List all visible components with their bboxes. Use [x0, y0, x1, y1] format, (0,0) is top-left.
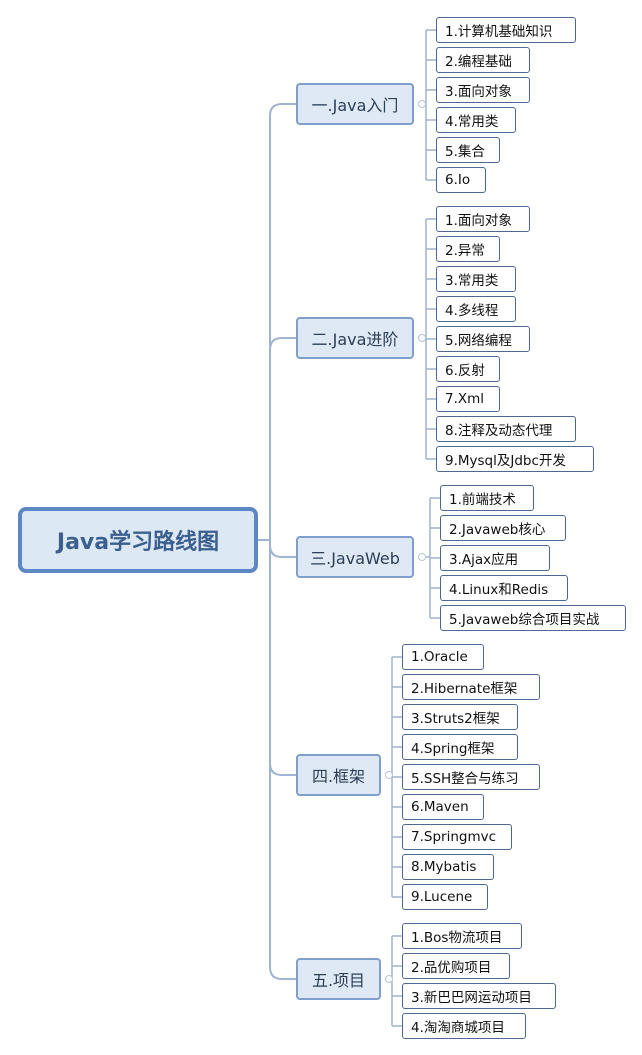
subtopic-label: 3.面向对象 — [445, 84, 512, 100]
subtopic-label: 6.反射 — [445, 363, 485, 379]
subtopic-label: 5.SSH整合与练习 — [411, 771, 519, 787]
subtopic-label: 6.Maven — [411, 799, 469, 815]
subtopic-node[interactable]: 7.Xml — [436, 386, 500, 412]
subtopic-node[interactable]: 6.Maven — [402, 794, 484, 820]
subtopic-node[interactable]: 5.集合 — [436, 137, 500, 163]
subtopic-node[interactable]: 6.反射 — [436, 356, 500, 382]
root-topic[interactable]: Java学习路线图 — [18, 507, 258, 573]
subtopic-node[interactable]: 1.面向对象 — [436, 206, 530, 232]
subtopic-label: 8.注释及动态代理 — [445, 423, 553, 439]
subtopic-label: 2.品优购项目 — [411, 960, 492, 976]
subtopic-node[interactable]: 4.常用类 — [436, 107, 516, 133]
branch-topic[interactable]: 五.项目 — [296, 958, 381, 1000]
branch-label: 五.项目 — [311, 971, 366, 990]
subtopic-node[interactable]: 8.注释及动态代理 — [436, 416, 576, 442]
subtopic-label: 1.Oracle — [411, 649, 468, 665]
collapse-toggle-icon[interactable] — [385, 771, 393, 779]
branch-label: 二.Java进阶 — [311, 330, 399, 349]
subtopic-node[interactable]: 9.Lucene — [402, 884, 488, 910]
subtopic-label: 3.Struts2框架 — [411, 711, 500, 727]
subtopic-label: 1.前端技术 — [449, 492, 516, 508]
subtopic-node[interactable]: 2.Javaweb核心 — [440, 515, 566, 541]
branch-topic[interactable]: 三.JavaWeb — [296, 536, 414, 578]
subtopic-label: 1.计算机基础知识 — [445, 24, 553, 40]
subtopic-label: 7.Xml — [445, 391, 485, 407]
subtopic-label: 4.Spring框架 — [411, 741, 495, 757]
subtopic-node[interactable]: 3.常用类 — [436, 266, 516, 292]
subtopic-node[interactable]: 5.Javaweb综合项目实战 — [440, 605, 626, 631]
branch-topic[interactable]: 一.Java入门 — [296, 83, 414, 125]
subtopic-node[interactable]: 2.品优购项目 — [402, 953, 510, 979]
subtopic-node[interactable]: 9.Mysql及Jdbc开发 — [436, 446, 594, 472]
subtopic-label: 4.Linux和Redis — [449, 582, 549, 598]
branch-topic[interactable]: 二.Java进阶 — [296, 317, 414, 359]
collapse-toggle-icon[interactable] — [418, 334, 426, 342]
subtopic-node[interactable]: 2.异常 — [436, 236, 500, 262]
subtopic-label: 2.Hibernate框架 — [411, 681, 518, 697]
subtopic-label: 6.Io — [445, 172, 471, 188]
subtopic-node[interactable]: 5.网络编程 — [436, 326, 530, 352]
subtopic-node[interactable]: 6.Io — [436, 167, 486, 193]
branch-label: 一.Java入门 — [311, 96, 399, 115]
subtopic-node[interactable]: 7.Springmvc — [402, 824, 512, 850]
subtopic-node[interactable]: 4.Linux和Redis — [440, 575, 568, 601]
root-title: Java学习路线图 — [56, 530, 220, 555]
subtopic-label: 1.Bos物流项目 — [411, 930, 503, 946]
subtopic-label: 4.多线程 — [445, 303, 499, 319]
subtopic-node[interactable]: 2.编程基础 — [436, 47, 530, 73]
subtopic-label: 5.网络编程 — [445, 333, 512, 349]
subtopic-node[interactable]: 5.SSH整合与练习 — [402, 764, 540, 790]
subtopic-label: 2.编程基础 — [445, 54, 512, 70]
branch-label: 三.JavaWeb — [310, 549, 400, 568]
subtopic-label: 8.Mybatis — [411, 859, 477, 875]
subtopic-label: 1.面向对象 — [445, 213, 512, 229]
subtopic-label: 2.异常 — [445, 243, 485, 259]
subtopic-node[interactable]: 1.计算机基础知识 — [436, 17, 576, 43]
subtopic-label: 3.常用类 — [445, 273, 499, 289]
subtopic-label: 3.新巴巴网运动项目 — [411, 990, 532, 1006]
subtopic-node[interactable]: 3.Struts2框架 — [402, 704, 518, 730]
subtopic-node[interactable]: 8.Mybatis — [402, 854, 494, 880]
subtopic-label: 7.Springmvc — [411, 829, 497, 845]
branch-label: 四.框架 — [311, 767, 366, 786]
subtopic-node[interactable]: 3.Ajax应用 — [440, 545, 550, 571]
subtopic-node[interactable]: 1.Oracle — [402, 644, 484, 670]
subtopic-node[interactable]: 4.淘淘商城项目 — [402, 1013, 526, 1039]
subtopic-node[interactable]: 1.前端技术 — [440, 485, 534, 511]
collapse-toggle-icon[interactable] — [418, 553, 426, 561]
subtopic-node[interactable]: 4.多线程 — [436, 296, 516, 322]
collapse-toggle-icon[interactable] — [418, 100, 426, 108]
subtopic-label: 9.Mysql及Jdbc开发 — [445, 453, 566, 469]
subtopic-node[interactable]: 3.新巴巴网运动项目 — [402, 983, 556, 1009]
subtopic-label: 2.Javaweb核心 — [449, 522, 546, 538]
subtopic-label: 5.集合 — [445, 144, 485, 160]
subtopic-node[interactable]: 2.Hibernate框架 — [402, 674, 540, 700]
subtopic-label: 4.常用类 — [445, 114, 499, 130]
subtopic-node[interactable]: 1.Bos物流项目 — [402, 923, 522, 949]
branch-topic[interactable]: 四.框架 — [296, 754, 381, 796]
subtopic-label: 5.Javaweb综合项目实战 — [449, 612, 600, 628]
subtopic-node[interactable]: 3.面向对象 — [436, 77, 530, 103]
collapse-toggle-icon[interactable] — [385, 975, 393, 983]
subtopic-label: 9.Lucene — [411, 889, 473, 905]
subtopic-label: 4.淘淘商城项目 — [411, 1020, 505, 1036]
subtopic-label: 3.Ajax应用 — [449, 552, 519, 568]
subtopic-node[interactable]: 4.Spring框架 — [402, 734, 518, 760]
